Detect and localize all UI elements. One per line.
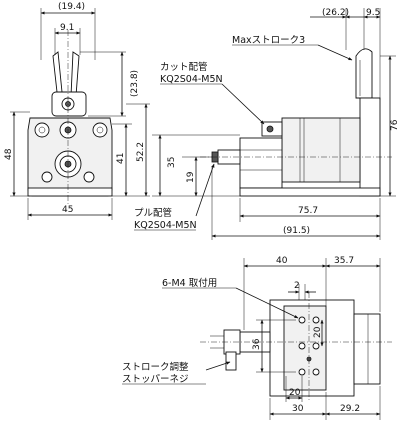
front-dimensions: (19.4) 9.1 (23.8) 48 41 52.2 45 xyxy=(4,2,150,220)
mount-hole xyxy=(298,368,306,376)
fitting-left xyxy=(41,171,53,183)
pull-pipe-part: KQ2S04-M5N xyxy=(134,220,197,231)
dim-side-19: 19 xyxy=(186,171,196,183)
side-base xyxy=(239,187,381,197)
dim-side-35: 35 xyxy=(167,157,177,168)
bottom-stopper-screw xyxy=(225,351,237,371)
side-screw-left xyxy=(34,122,50,138)
mount-hole xyxy=(312,316,320,324)
side-view xyxy=(200,48,392,197)
left-jaw xyxy=(52,51,63,93)
dim-bottom-36: 36 xyxy=(252,338,262,350)
dim-front-top: (19.4) xyxy=(58,2,85,12)
dim-front-48: 48 xyxy=(4,148,14,160)
right-jaw xyxy=(70,51,80,97)
dim-front-52: 52.2 xyxy=(136,142,146,162)
side-screw-right xyxy=(92,122,108,138)
dim-side-top-right: 9.5 xyxy=(366,8,380,18)
dim-front-width: 45 xyxy=(62,205,73,215)
dim-bottom-40: 40 xyxy=(276,256,288,266)
side-rod-housing xyxy=(239,137,283,189)
dim-bottom-30: 30 xyxy=(292,404,304,414)
front-base-plate xyxy=(27,187,113,197)
stopper-label-1: ストローク調整 xyxy=(122,361,189,373)
bottom-right-extension xyxy=(353,313,381,385)
front-view xyxy=(27,30,113,205)
dim-front-jaw-height: (23.8) xyxy=(130,70,140,97)
fitting-right xyxy=(83,171,95,183)
dim-front-jaw: 9.1 xyxy=(60,23,74,33)
side-dimensions: (26.2) 9.5 Maxストローク3 カット配管 KQ2S04-M5N 35… xyxy=(134,8,400,240)
dim-bottom-2: 2 xyxy=(294,281,300,291)
dim-side-top: (26.2) xyxy=(322,8,349,18)
side-cutter-blade xyxy=(355,48,373,99)
cut-pipe-label: カット配管 xyxy=(160,61,208,73)
cut-pipe-part: KQ2S04-M5N xyxy=(160,74,223,85)
mount-hole xyxy=(312,368,320,376)
mount-hole xyxy=(298,342,306,350)
bottom-dimensions: 40 35.7 6-M4 取付用 2 36 20 ストローク調整 ストッパーネジ… xyxy=(122,256,381,420)
mount-hole xyxy=(312,342,320,350)
dim-front-41: 41 xyxy=(116,153,126,164)
dim-bottom-20v: 20 xyxy=(313,326,323,338)
mount-label: 6-M4 取付用 xyxy=(162,278,217,289)
dim-bottom-20h: 20 xyxy=(289,388,301,398)
side-cylinder xyxy=(281,117,361,183)
max-stroke-label: Maxストローク3 xyxy=(232,35,305,46)
dim-side-915: (91.5) xyxy=(283,226,310,236)
mount-hole xyxy=(298,316,306,324)
dim-side-757: 75.7 xyxy=(298,206,318,216)
bottom-view xyxy=(200,292,392,402)
dim-side-76: 76 xyxy=(390,119,400,131)
dim-bottom-357: 35.7 xyxy=(334,256,354,266)
dim-bottom-292: 29.2 xyxy=(340,404,360,414)
side-end-plate xyxy=(359,97,381,197)
pull-pipe-label: プル配管 xyxy=(134,207,172,219)
stopper-label-2: ストッパーネジ xyxy=(122,374,189,385)
